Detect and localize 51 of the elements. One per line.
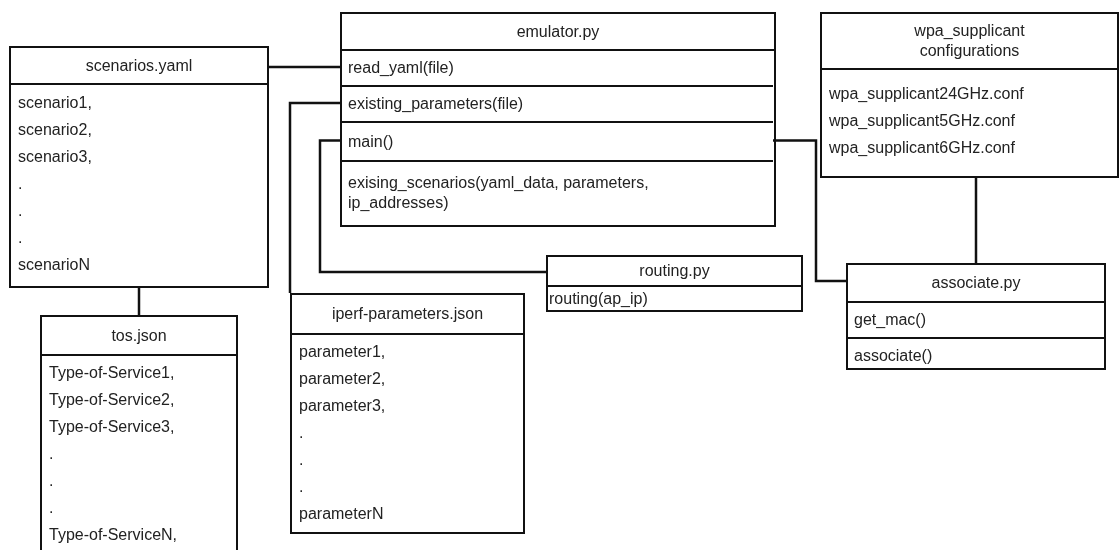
class-name: wpa_supplicant configurations xyxy=(913,21,1026,61)
class-box xyxy=(340,12,776,227)
method-text: get_mac() xyxy=(853,310,928,330)
attribute-text: . xyxy=(48,498,55,518)
class-box xyxy=(9,46,269,288)
attribute-text: . xyxy=(17,201,24,221)
attribute-text: Type-of-Service1, xyxy=(48,363,176,383)
class-name: emulator.py xyxy=(515,21,601,42)
class-name: routing.py xyxy=(638,261,711,281)
connector-line xyxy=(318,139,546,274)
class-name: scenarios.yaml xyxy=(84,55,194,76)
class-box xyxy=(290,293,525,534)
attribute-text: Type-of-Service3, xyxy=(48,417,176,437)
class-name: associate.py xyxy=(930,273,1022,293)
connector-line xyxy=(269,65,342,69)
attribute-text: wpa_supplicant24GHz.conf xyxy=(828,84,1025,104)
class-box xyxy=(40,315,238,550)
method-text: main() xyxy=(347,131,395,152)
attribute-text: scenario3, xyxy=(17,147,93,167)
attribute-text: parameter3, xyxy=(298,396,387,416)
class-box xyxy=(546,255,803,312)
attribute-text: wpa_supplicant6GHz.conf xyxy=(828,138,1016,158)
attribute-text: parameter2, xyxy=(298,369,387,389)
connector-line xyxy=(974,178,978,263)
class-box xyxy=(820,12,1119,178)
attribute-text: scenarioN xyxy=(17,255,92,275)
method-text: associate() xyxy=(853,345,934,366)
method-text: exising_scenarios(yaml_data, parameters, ip_addresses) xyxy=(347,173,650,213)
method-text: read_yaml(file) xyxy=(347,58,455,78)
attribute-text: scenario2, xyxy=(17,120,93,140)
attribute-text: . xyxy=(298,450,305,470)
attribute-text: . xyxy=(48,444,55,464)
method-text: routing(ap_ip) xyxy=(548,289,649,309)
attribute-text: wpa_supplicant5GHz.conf xyxy=(828,111,1016,131)
attribute-text: parameter1, xyxy=(298,342,387,362)
attribute-text: . xyxy=(298,423,305,443)
connector-line xyxy=(288,101,342,293)
connector-line xyxy=(137,288,141,315)
connector-line xyxy=(773,139,846,283)
attribute-text: . xyxy=(17,228,24,248)
attribute-text: scenario1, xyxy=(17,93,93,113)
attribute-text: . xyxy=(298,477,305,497)
class-name: tos.json xyxy=(110,325,168,346)
attribute-text: Type-of-ServiceN, xyxy=(48,525,179,545)
attribute-text: Type-of-Service2, xyxy=(48,390,176,410)
attribute-text: . xyxy=(17,174,24,194)
method-text: existing_parameters(file) xyxy=(347,94,525,114)
attribute-text: parameterN xyxy=(298,504,385,524)
class-box xyxy=(846,263,1106,370)
class-name: iperf-parameters.json xyxy=(330,304,485,324)
attribute-text: . xyxy=(48,471,55,491)
